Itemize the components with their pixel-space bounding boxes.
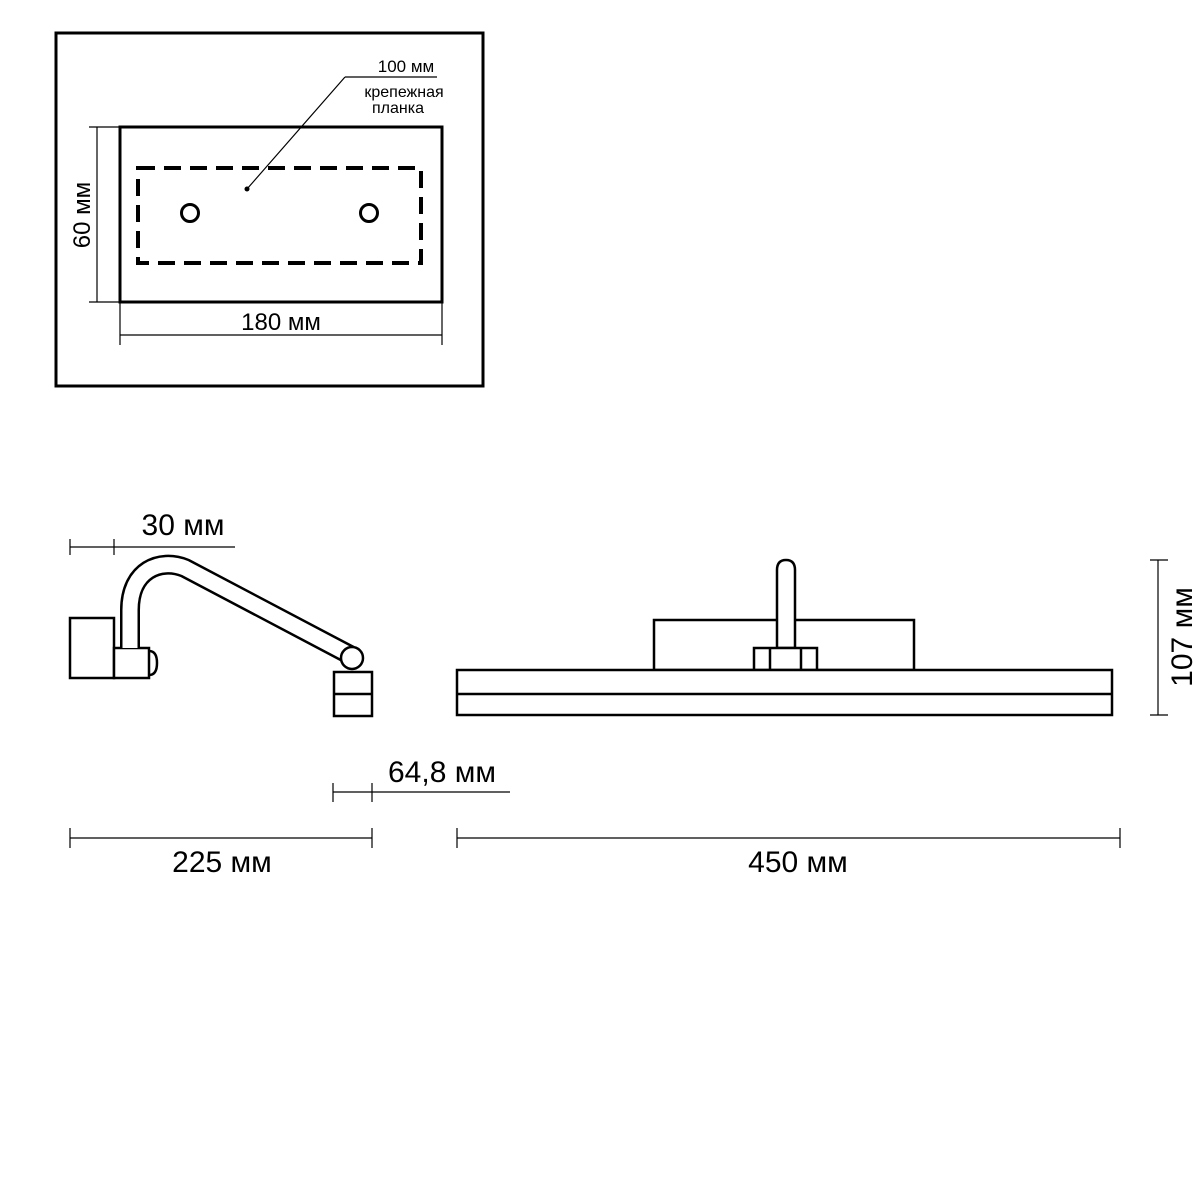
bracket-size-label: 100 мм <box>378 57 434 76</box>
front-view: 107 мм 450 мм <box>455 558 1199 879</box>
front-height-label: 107 мм <box>1166 587 1199 687</box>
length-label: 450 мм <box>748 846 848 879</box>
head-pivot <box>339 645 365 671</box>
mounting-bracket-outline <box>136 166 423 265</box>
lamp-arm-inner <box>122 557 354 662</box>
callout-leader <box>246 76 346 190</box>
detail-frame <box>54 31 485 388</box>
bracket-name-line2: планка <box>372 100 424 117</box>
mounting-plate-view: 100 мм крепежная планка 60 мм 180 мм <box>54 31 485 388</box>
mounting-hole-right <box>359 203 379 223</box>
front-stem <box>775 558 797 650</box>
depth-label: 225 мм <box>172 846 272 879</box>
arm-joint <box>112 646 151 680</box>
wall-base <box>68 616 116 680</box>
lamp-bar <box>455 668 1114 717</box>
plate-height-label: 60 мм <box>69 182 96 248</box>
plate-width-label: 180 мм <box>241 309 321 336</box>
bracket-name-line1: крепежная <box>364 84 443 101</box>
mounting-hole-left <box>180 203 200 223</box>
side-view: 30 мм 64,8 мм 225 мм <box>68 509 510 879</box>
head-label: 64,8 мм <box>388 756 496 789</box>
mounting-plate <box>118 125 444 304</box>
offset-label: 30 мм <box>142 509 225 542</box>
joint-knob <box>148 649 159 677</box>
front-nut <box>752 646 819 672</box>
